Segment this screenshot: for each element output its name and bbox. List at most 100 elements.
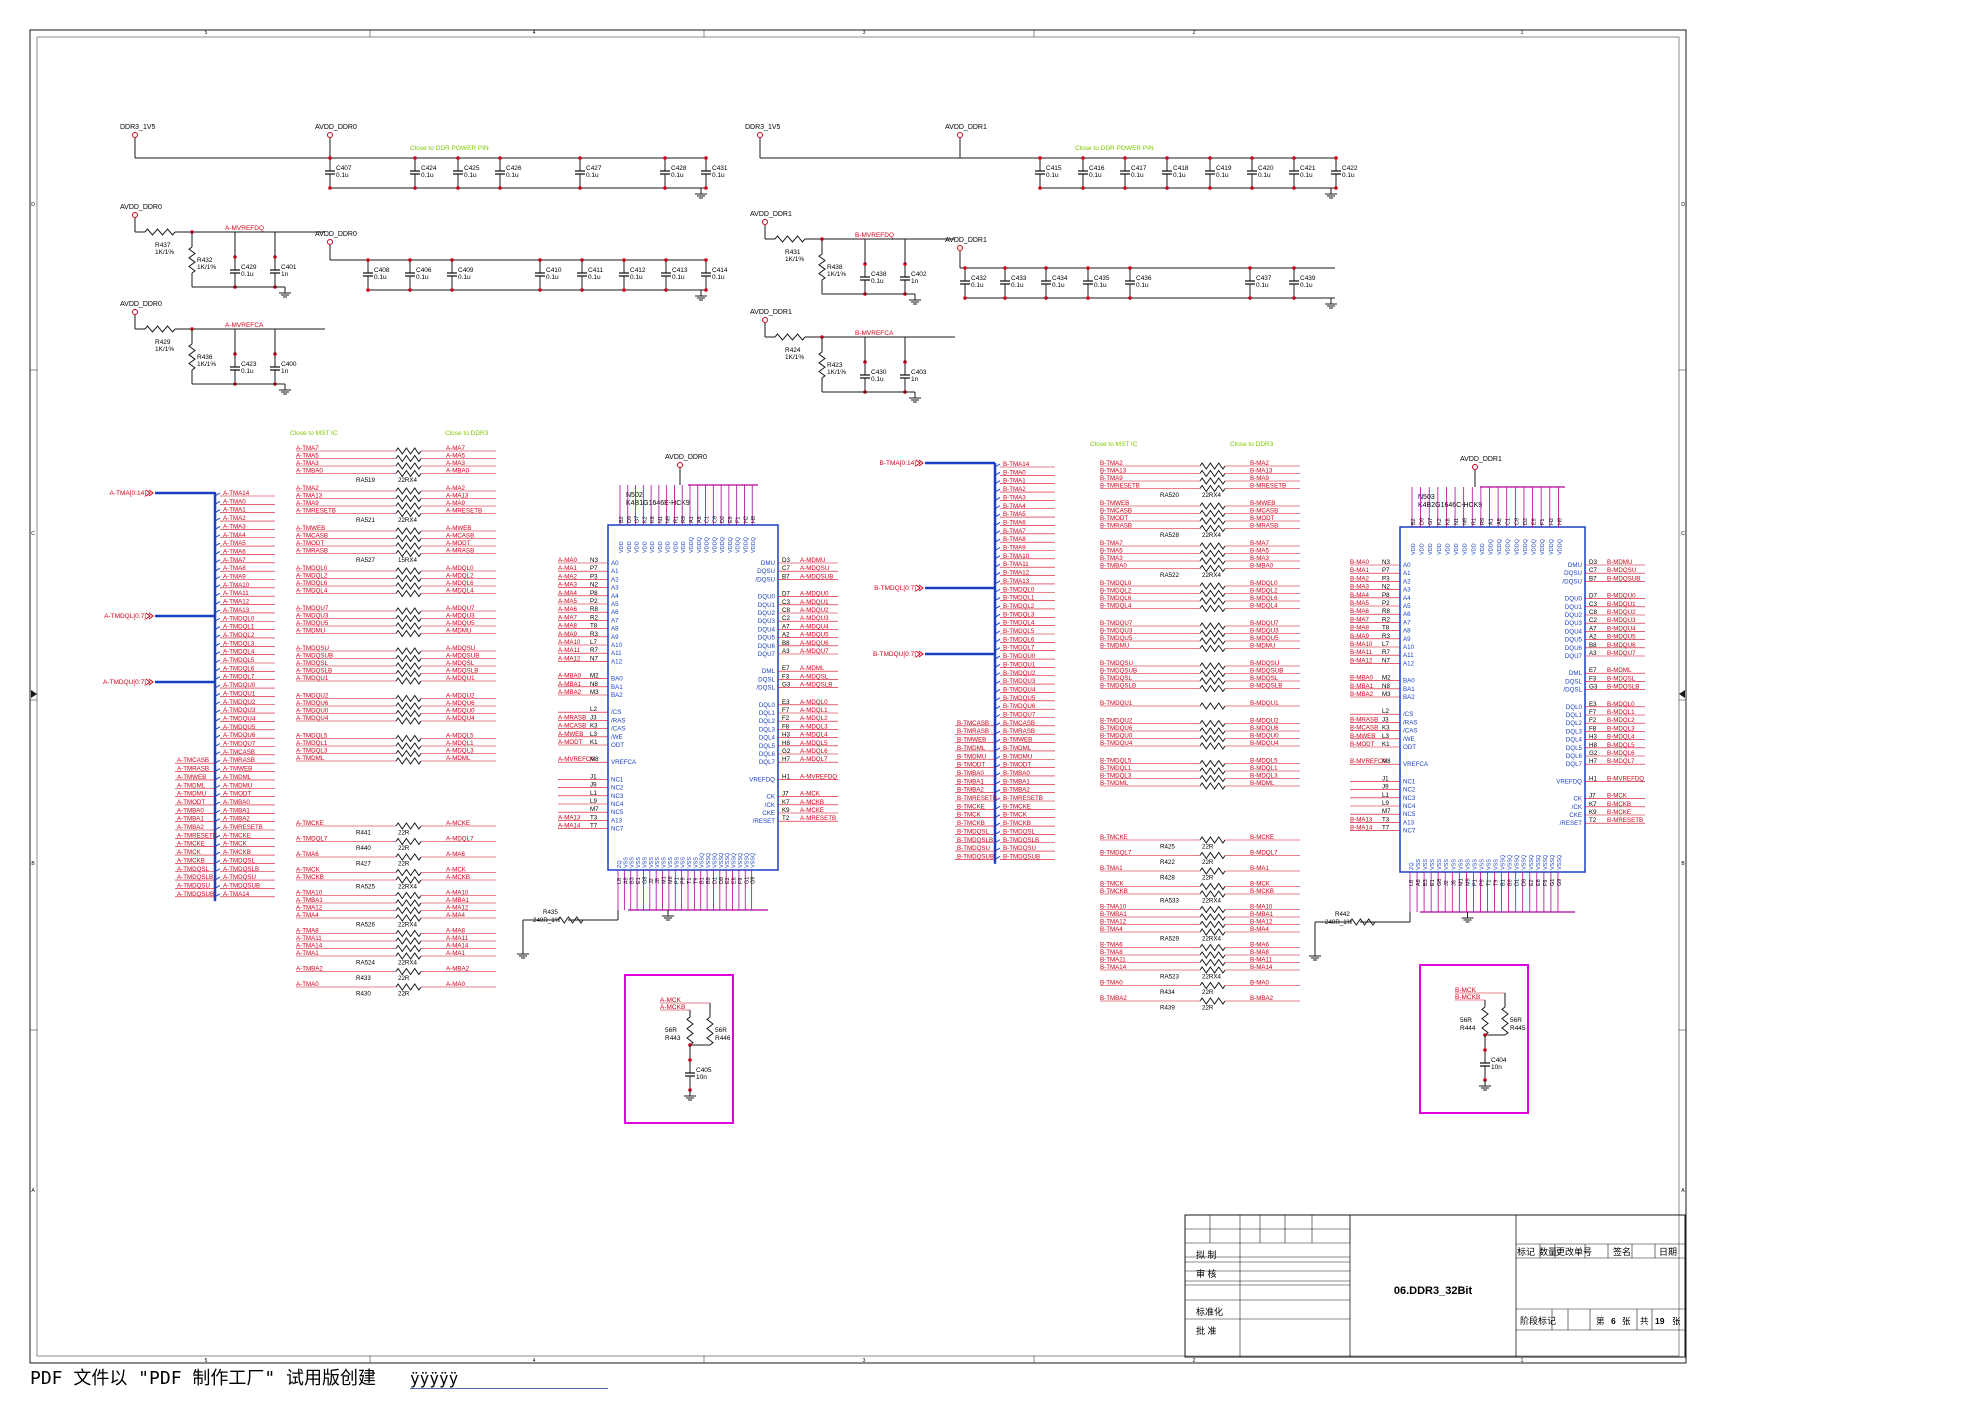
pin-name: VSSQ	[744, 852, 750, 868]
resistor	[395, 709, 422, 718]
resistor	[395, 891, 422, 900]
net-label: B-TMDQU0	[1100, 733, 1133, 740]
pin-number: K7	[782, 799, 790, 806]
bus-entry	[214, 859, 221, 864]
cap-value: 0.1u	[241, 271, 254, 278]
pin-number: T7	[1382, 825, 1390, 832]
pin-number: M9	[668, 876, 674, 884]
net-label: A-MDQL1	[446, 740, 474, 747]
cap-ref: C435	[1094, 275, 1110, 282]
net-label: B-TMDQSUB	[1100, 668, 1137, 675]
pin-number: A7	[782, 623, 790, 630]
bus-entry	[214, 743, 221, 747]
bus-entry	[994, 463, 1001, 468]
cap-ref: C436	[1136, 275, 1152, 282]
net-label: B-TMDQSLB	[1100, 683, 1136, 690]
net-label: A-MA4	[446, 912, 465, 919]
net-label: A-MDQU0	[800, 591, 829, 598]
resistor	[1199, 502, 1226, 510]
resistor	[1199, 589, 1226, 598]
net-label: B-MDQU7	[1607, 650, 1636, 657]
bus-entry	[214, 584, 221, 589]
pin-name: DQL3	[1566, 728, 1583, 735]
border-row-letter: B	[31, 861, 35, 867]
border-row-letter: A	[1681, 1188, 1685, 1194]
net-label: A-TMCK	[296, 867, 321, 874]
cap-value: 0.1u	[672, 274, 685, 281]
chip-part-number: K4B2G1646C-HCK9	[1418, 502, 1482, 509]
net-label: B-TMDQU7	[1003, 712, 1036, 719]
resistor	[395, 876, 422, 884]
resistor-ref: R433	[356, 975, 371, 982]
net-label: A-MCKE	[800, 807, 824, 814]
bus-entry	[214, 759, 221, 764]
net-label: A-MBA0	[446, 468, 470, 475]
net-label: B-TMCASB	[957, 720, 989, 727]
cap-value: 0.1u	[1089, 172, 1102, 179]
net-label: A-MDQL7	[800, 756, 828, 763]
resistor-value: 22RX4	[1202, 974, 1221, 981]
pin-number: C9	[712, 516, 718, 523]
pin-number: P7	[590, 565, 598, 572]
power-port	[762, 317, 768, 323]
resistor	[395, 868, 422, 877]
resistor	[1199, 951, 1226, 959]
bus-entry	[994, 547, 1001, 551]
pin-number: B3	[1423, 879, 1429, 886]
pin-number: R3	[1382, 633, 1390, 640]
pin-number: G8	[1437, 879, 1443, 886]
bus-label: B-TMDQL[0:7]	[874, 585, 916, 592]
pin-number: A8	[697, 516, 703, 523]
power-port	[957, 245, 963, 251]
net-label: B-TMDQU1	[1100, 700, 1133, 707]
net-label: B-TMDQU0	[1003, 653, 1036, 660]
net-label: A-MA2	[558, 573, 577, 580]
pin-name: A3	[1403, 587, 1411, 594]
net-label: B-MDQSUB	[1250, 668, 1283, 675]
pin-number: P1	[1472, 879, 1478, 886]
net-label: A-MDMU	[800, 557, 825, 564]
net-label: A-TMA7	[223, 557, 246, 564]
pin-name: DML	[1569, 670, 1583, 677]
resistor	[1199, 727, 1226, 735]
cap-junction	[1208, 186, 1212, 190]
pin-name: DQU7	[1565, 653, 1583, 660]
net-label: B-MA3	[1350, 584, 1369, 591]
net-label: B-TMDML	[1100, 780, 1129, 787]
resistor-value: 22RX4	[398, 960, 417, 967]
net-label: B-MDQL0	[1250, 580, 1278, 587]
cap-junction	[1123, 156, 1127, 160]
net-label: A-TMBA1	[177, 816, 204, 823]
pin-name: DQU3	[1565, 620, 1583, 627]
net-label: B-TMA4	[1100, 926, 1123, 933]
net-label: A-TMDQL1	[223, 624, 255, 631]
resistor	[395, 937, 422, 945]
net-label: B-TMA12	[1003, 570, 1030, 577]
net-label: B-TMDQU5	[1100, 635, 1133, 642]
net-label: A-MDQSUB	[800, 573, 833, 580]
resistor	[1199, 943, 1226, 952]
power-port	[762, 219, 768, 225]
cap-junction	[538, 288, 542, 292]
net-label: A-TMDQSUB	[296, 653, 333, 660]
pin-number: P2	[1382, 600, 1390, 607]
resistor	[395, 494, 422, 503]
cap-ref: C415	[1046, 165, 1062, 172]
pin-number: C7	[1589, 567, 1597, 574]
net-label: A-MDQL2	[446, 573, 474, 580]
cap-ref: C405	[696, 1067, 712, 1074]
pin-number: H9	[1557, 518, 1563, 525]
resistor	[1199, 905, 1226, 914]
resistor	[395, 677, 422, 685]
bus-entry	[994, 513, 1001, 518]
bus-entry	[214, 592, 221, 597]
net-label: B-MDQL2	[1607, 717, 1635, 724]
cap-junction	[1334, 156, 1338, 160]
bus-arrow	[145, 678, 151, 686]
net-label: A-MDQU7	[446, 605, 475, 612]
cap-value: 0.1u	[546, 274, 559, 281]
net-label: A-TMDQSLB	[223, 866, 259, 873]
net-label: B-TMDQL3	[1003, 611, 1035, 618]
pin-number: A8	[1497, 518, 1503, 525]
bus-entry	[214, 642, 221, 647]
